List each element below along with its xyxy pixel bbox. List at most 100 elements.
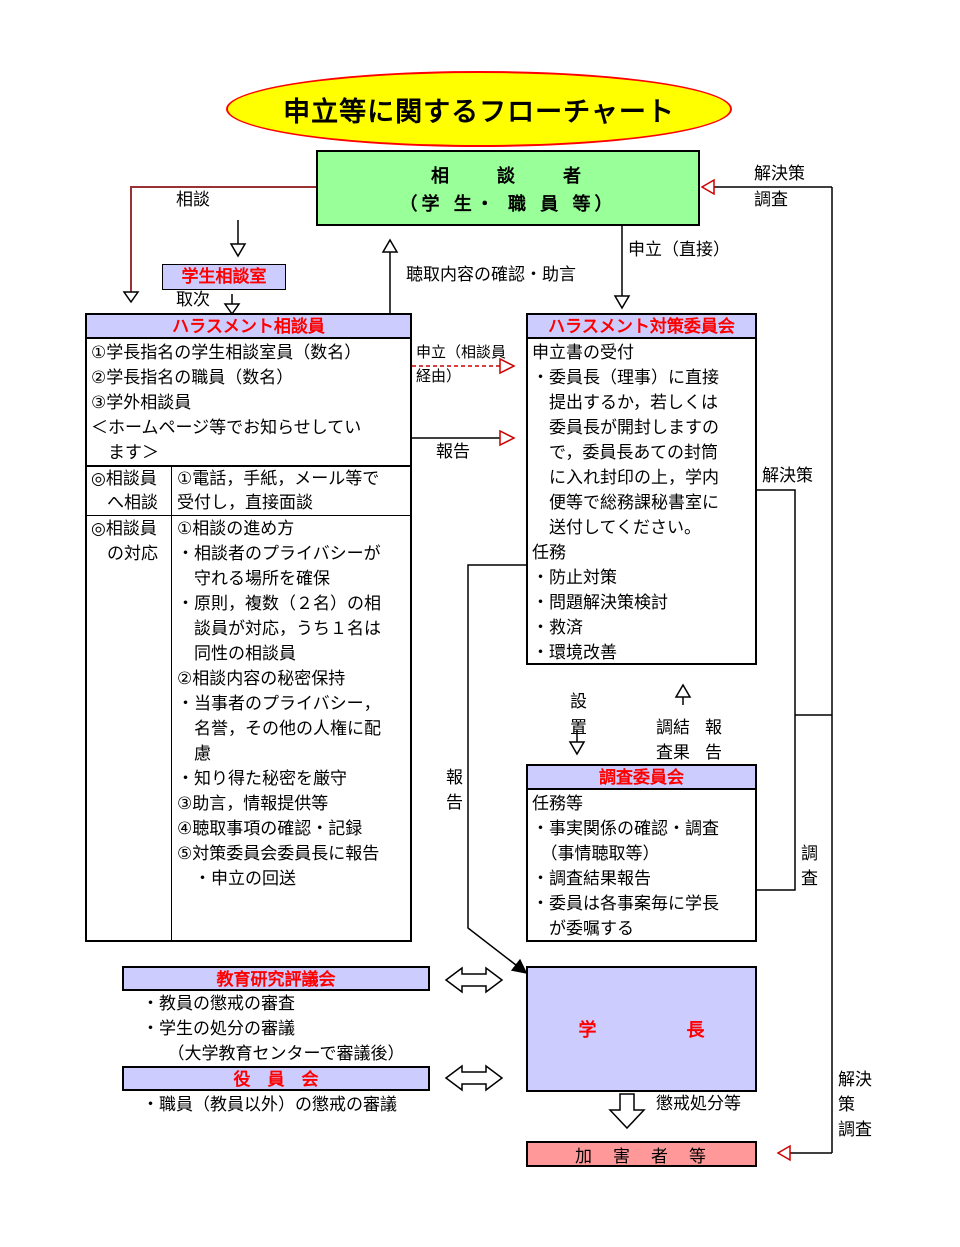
row1-text-1: ①電話，手紙，メール等で bbox=[177, 469, 380, 489]
student-room-box: 学生相談室 bbox=[162, 264, 286, 290]
board-header: 役 員 会 bbox=[122, 1066, 430, 1091]
row2-line: ・相談者のプライバシーが bbox=[177, 544, 381, 564]
label-houkoku-mid: 報告 bbox=[436, 442, 470, 462]
arrow-down-icon bbox=[613, 295, 631, 310]
committee-line: に入れ封印の上，学内 bbox=[532, 468, 719, 488]
row2-line: ②相談内容の秘密保持 bbox=[177, 669, 346, 689]
label-chousa-right-2: 査 bbox=[801, 869, 818, 889]
edu-council-line: ・学生の処分の審議 bbox=[142, 1019, 295, 1039]
label-kaiketsu-top: 解決策 bbox=[754, 164, 805, 184]
president-box: 学 長 bbox=[526, 966, 757, 1092]
counselor-box: ハラスメント相談員 ①学長指名の学生相談室員（数名） ②学長指名の職員（数名） … bbox=[85, 313, 412, 942]
board-line: ・職員（教員以外）の懲戒の審議 bbox=[142, 1095, 397, 1115]
arrow-left-icon bbox=[776, 1144, 791, 1162]
label-chousa-kekka-1: 調結 bbox=[656, 718, 690, 738]
label-houkoku-right-2: 告 bbox=[705, 743, 722, 763]
committee-header: ハラスメント対策委員会 bbox=[528, 315, 755, 339]
row2-line: ・申立の回送 bbox=[177, 869, 296, 889]
label-kaiketsu-bottom-1: 解決 bbox=[838, 1070, 872, 1090]
committee-line: で，委員長あての封筒 bbox=[532, 443, 718, 463]
arrow-right-icon bbox=[499, 357, 516, 375]
row2-line: ・当事者のプライバシー， bbox=[177, 694, 381, 714]
committee-line: ・防止対策 bbox=[532, 568, 617, 588]
row2-line: 名誉，その他の人権に配 bbox=[177, 719, 381, 739]
page-title: 申立等に関するフローチャート bbox=[283, 96, 675, 128]
row2-label-1: ◎相談員 bbox=[91, 519, 157, 539]
committee-line: 送付してください。 bbox=[532, 518, 701, 538]
counselor-member-5: ます＞ bbox=[91, 443, 159, 463]
label-moushitate-direct: 申立（直接） bbox=[628, 240, 730, 260]
counselor-header: ハラスメント相談員 bbox=[87, 315, 410, 339]
label-moushitate-via-2: 経由） bbox=[416, 367, 462, 385]
label-houkoku-left-2: 告 bbox=[446, 793, 463, 813]
label-chousa-kekka-2: 査果 bbox=[656, 743, 690, 763]
committee-box: ハラスメント対策委員会 申立書の受付 ・委員長（理事）に直接 提出するか，若しく… bbox=[526, 313, 757, 665]
row2-label-2: の対応 bbox=[107, 544, 158, 564]
label-toritsugi: 取次 bbox=[176, 290, 210, 310]
counselor-member-2: ②学長指名の職員（数名） bbox=[91, 368, 294, 388]
label-soudan: 相談 bbox=[176, 190, 210, 210]
double-arrow-icon bbox=[444, 966, 504, 994]
investigation-line: ・事実関係の確認・調査 bbox=[532, 819, 719, 839]
label-kaiketsu-bottom-3: 調査 bbox=[838, 1120, 872, 1140]
committee-line: ・問題解決策検討 bbox=[532, 593, 668, 613]
investigation-line: 任務等 bbox=[532, 794, 583, 814]
label-setchi-2: 置 bbox=[570, 718, 587, 738]
counselor-member-4: ＜ホームページ等でお知らせしてい bbox=[91, 418, 362, 438]
investigation-line: が委嘱する bbox=[532, 919, 634, 939]
arrow-right-icon bbox=[499, 429, 516, 447]
offender-box: 加 害 者 等 bbox=[526, 1141, 757, 1167]
committee-line: ・委員長（理事）に直接 bbox=[532, 368, 719, 388]
label-setchi-1: 設 bbox=[570, 692, 587, 712]
label-kaiketsu-bottom-2: 策 bbox=[838, 1095, 855, 1115]
committee-line: 委員長が開封しますの bbox=[532, 418, 719, 438]
row2-line: ・原則，複数（２名）の相 bbox=[177, 594, 381, 614]
title-ellipse bbox=[226, 71, 732, 147]
label-houkoku-left-1: 報 bbox=[446, 768, 463, 788]
label-kaiketsu-right: 解決策 bbox=[762, 466, 813, 486]
edu-council-header: 教育研究評議会 bbox=[122, 966, 430, 991]
arrow-up-icon bbox=[381, 238, 399, 253]
row1-label-1: ◎相談員 bbox=[91, 469, 157, 489]
investigation-header: 調査委員会 bbox=[528, 766, 755, 790]
committee-line: ・救済 bbox=[532, 618, 583, 638]
consulter-label: 相 談 者 bbox=[431, 166, 585, 187]
investigation-line: （事情聴取等） bbox=[532, 844, 660, 864]
row2-line: 慮 bbox=[177, 744, 211, 764]
counselor-member-1: ①学長指名の学生相談室員（数名） bbox=[91, 343, 362, 363]
arrow-down-icon bbox=[223, 303, 241, 316]
row2-line: 談員が対応，うち１名は bbox=[177, 619, 381, 639]
double-arrow-icon bbox=[444, 1064, 504, 1092]
row2-line: 同性の相談員 bbox=[177, 644, 296, 664]
arrow-down-icon bbox=[229, 243, 247, 258]
row2-line: ・知り得た秘密を厳守 bbox=[177, 769, 347, 789]
consulter-box: 相 談 者 （学 生・ 職 員 等） bbox=[316, 150, 700, 226]
label-choukai: 懲戒処分等 bbox=[656, 1094, 741, 1114]
committee-line: 提出するか，若しくは bbox=[532, 393, 718, 413]
counselor-member-3: ③学外相談員 bbox=[91, 393, 192, 413]
arrow-up-icon bbox=[674, 683, 692, 698]
arrow-down-icon bbox=[608, 1093, 646, 1130]
investigation-line: ・調査結果報告 bbox=[532, 869, 651, 889]
investigation-line: ・委員は各事案毎に学長 bbox=[532, 894, 719, 914]
row1-label-2: へ相談 bbox=[107, 493, 158, 513]
row1-text-2: 受付し，直接面談 bbox=[177, 493, 313, 513]
label-moushitate-via: 申立（相談員 bbox=[416, 343, 507, 361]
label-chousa-right-1: 調 bbox=[801, 844, 818, 864]
edu-council-line: ・教員の懲戒の審査 bbox=[142, 994, 295, 1014]
row2-line: ⑤対策委員会委員長に報告 bbox=[177, 844, 380, 864]
label-houkoku-right-1: 報 bbox=[705, 718, 722, 738]
edu-council-line: （大学教育センターで審議後） bbox=[142, 1044, 405, 1064]
row2-line: ①相談の進め方 bbox=[177, 519, 295, 539]
committee-line: ・環境改善 bbox=[532, 643, 617, 663]
arrow-down-icon bbox=[122, 291, 140, 304]
president-label: 学 長 bbox=[578, 1020, 705, 1041]
committee-line: 申立書の受付 bbox=[532, 343, 634, 363]
row2-line: ③助言，情報提供等 bbox=[177, 794, 329, 814]
label-chousa-top: 調査 bbox=[754, 190, 788, 210]
arrow-left-icon bbox=[700, 178, 715, 196]
row2-line: 守れる場所を確保 bbox=[177, 569, 330, 589]
row2-line: ④聴取事項の確認・記録 bbox=[177, 819, 363, 839]
committee-line: 便等で総務課秘書室に bbox=[532, 493, 719, 513]
